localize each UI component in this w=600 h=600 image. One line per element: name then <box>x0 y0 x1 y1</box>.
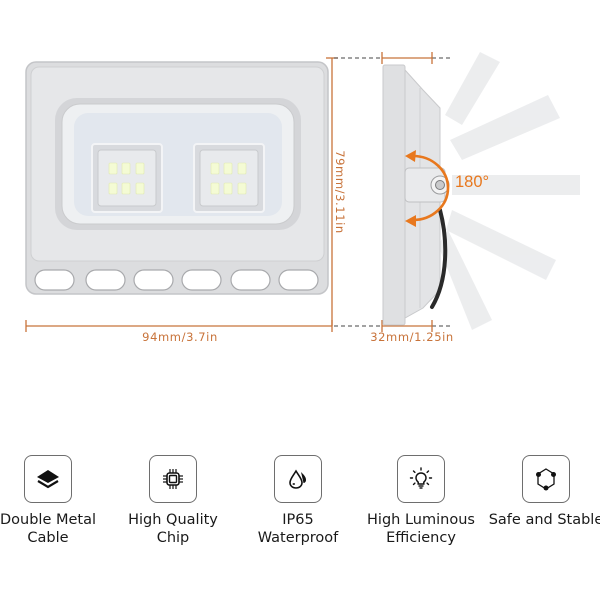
feature-label-line2: Waterproof <box>257 530 339 546</box>
feature-safe-and-stable: Safe and Stable <box>486 455 600 529</box>
feature-label-line2: Efficiency <box>386 530 456 546</box>
feature-label-line1: IP65 <box>282 512 314 528</box>
width-dimension-label: 94mm/3.7in <box>142 330 218 344</box>
mounting-slots <box>34 269 319 291</box>
feature-ip65-waterproof: IP65 Waterproof <box>238 455 358 547</box>
hexagon-network-icon <box>536 468 556 491</box>
feature-icon-box <box>24 455 72 503</box>
feature-label-line2: Cable <box>27 530 69 546</box>
water-drop-icon <box>289 469 306 489</box>
side-view-floodlight <box>330 0 600 360</box>
feature-icon-box <box>274 455 322 503</box>
floodlight-side-illustration <box>334 52 580 332</box>
floodlight-front-illustration <box>25 57 338 332</box>
light-bulb-icon <box>409 467 433 489</box>
rotation-ghost-brackets <box>438 52 580 330</box>
feature-label-line1: High Quality <box>128 512 218 528</box>
rotation-angle-label: 180° <box>455 173 490 191</box>
feature-label-line1: Double Metal <box>0 512 97 528</box>
led-module-1 <box>91 143 163 213</box>
feature-icon-box <box>522 455 570 503</box>
feature-double-metal-cable: Double Metal Cable <box>0 455 108 547</box>
feature-label-line1: Safe and Stable <box>488 512 600 528</box>
feature-high-luminous-efficiency: High Luminous Efficiency <box>361 455 481 547</box>
feature-icon-box <box>397 455 445 503</box>
led-module-2 <box>193 143 265 213</box>
layers-icon <box>37 470 59 489</box>
feature-label-line1: High Luminous <box>367 512 475 528</box>
chip-icon <box>163 469 183 489</box>
feature-high-quality-chip: High Quality Chip <box>113 455 233 547</box>
depth-dimension-label: 32mm/1.25in <box>370 330 454 344</box>
feature-label-line2: Chip <box>156 530 190 546</box>
feature-icon-box <box>149 455 197 503</box>
front-view-floodlight <box>0 0 340 360</box>
